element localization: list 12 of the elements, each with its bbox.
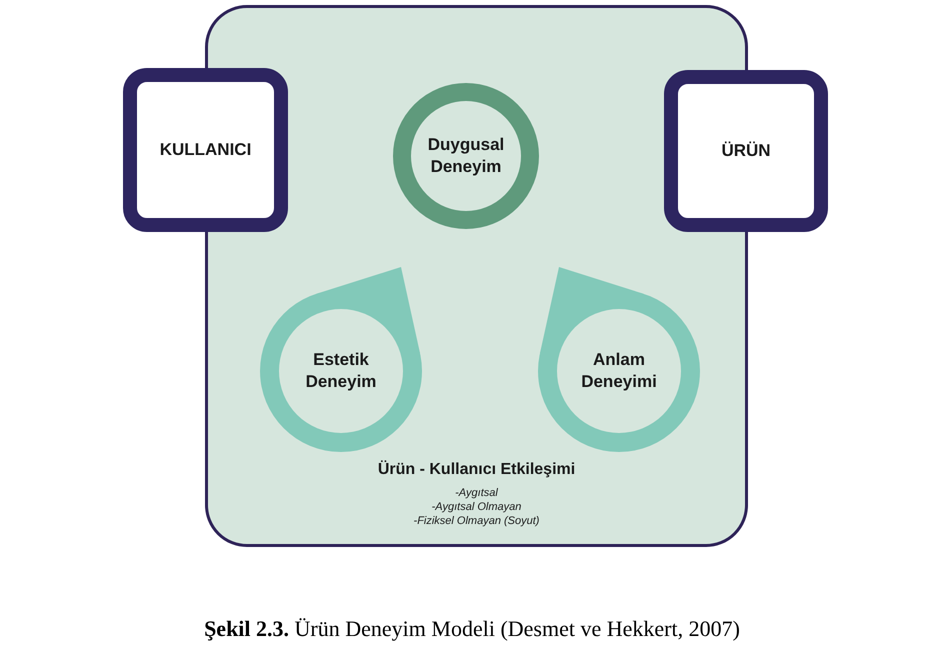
list-item: -Aygıtsal Olmayan	[432, 500, 522, 514]
entity-label: KULLANICI	[160, 139, 252, 162]
panel-heading: Ürün - Kullanıcı Etkileşimi	[378, 459, 576, 480]
node-label: Duygusal Deneyim	[426, 134, 506, 178]
list-item: -Fiziksel Olmayan (Soyut)	[414, 514, 540, 528]
entity-box	[123, 68, 288, 232]
entity-box	[664, 70, 828, 232]
node-label: Anlam Deneyimi	[580, 349, 658, 393]
entity-label: ÜRÜN	[721, 140, 771, 162]
figure-caption: Şekil 2.3. Ürün Deneyim Modeli (Desmet ve Hekkert, 2007)	[204, 615, 740, 643]
list-item: -Aygıtsal	[455, 486, 498, 500]
node-label: Estetik Deneyim	[304, 349, 378, 393]
